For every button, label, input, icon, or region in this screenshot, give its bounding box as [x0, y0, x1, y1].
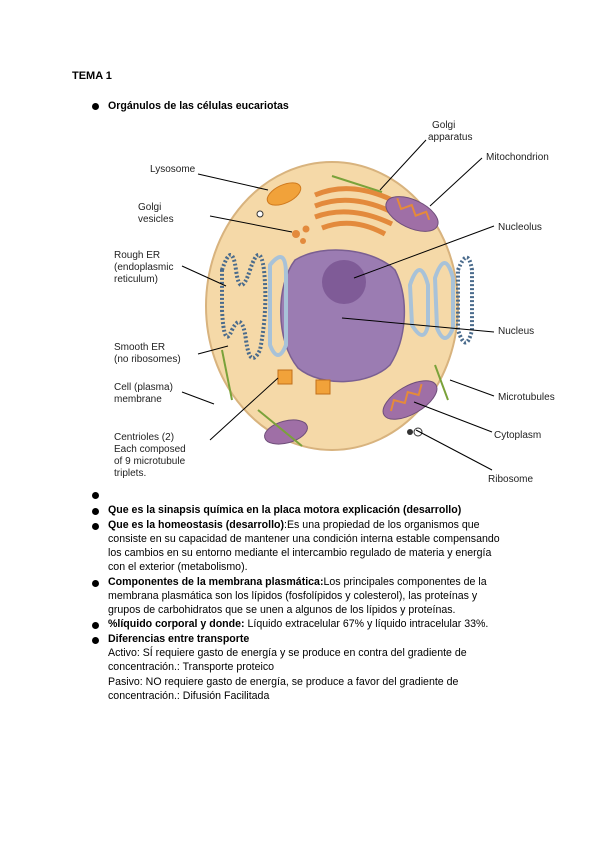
bullet	[92, 523, 99, 530]
bullet	[92, 580, 99, 587]
item-homeostasis-line2: consiste en su capacidad de mantener una…	[108, 533, 500, 545]
bullet	[92, 622, 99, 629]
label-centrioles: Centrioles (2)	[114, 432, 174, 443]
item-membrana-text: Los principales componentes de la	[323, 576, 487, 588]
item-membrana-label: Componentes de la membrana plasmática:	[108, 576, 324, 588]
label-rough-er-3: reticulum)	[114, 274, 158, 285]
item-membrana-line2: membrana plasmática son los lípidos (fos…	[108, 590, 478, 602]
item-homeostasis-label: Que es la homeostasis (desarrollo)	[108, 519, 285, 531]
label-mitochondrion: Mitochondrion	[486, 152, 549, 163]
item-homeostasis-line3: los cambios en su entorno mediante el in…	[108, 547, 492, 559]
item-transporte-activo: Activo: SÍ requiere gasto de energía y s…	[108, 647, 467, 659]
item-liquido: %líquido corporal y donde: Líquido extra…	[108, 617, 488, 631]
label-golgi-vesicles-2: vesicles	[138, 214, 174, 225]
label-microtubules: Microtubules	[498, 392, 555, 403]
label-centrioles-4: triplets.	[114, 468, 146, 479]
label-ribosome: Ribosome	[488, 474, 533, 485]
item-liquido-label: %líquido corporal y donde:	[108, 618, 245, 630]
label-golgi-apparatus-2: apparatus	[428, 132, 472, 143]
label-smooth-er: Smooth ER	[114, 342, 165, 353]
bullet	[92, 637, 99, 644]
label-golgi-apparatus: Golgi	[432, 120, 455, 131]
label-cell-membrane-2: membrane	[114, 394, 162, 405]
item-transporte-pasivo: Pasivo: NO requiere gasto de energía, se…	[108, 676, 459, 688]
bullet	[92, 508, 99, 515]
item-membrana-line3: grupos de carbohidratos que se unen a al…	[108, 604, 456, 616]
item-liquido-text: Líquido extracelular 67% y líquido intra…	[244, 618, 489, 630]
document-title: TEMA 1	[72, 70, 112, 82]
label-centrioles-2: Each composed	[114, 444, 186, 455]
label-rough-er-2: (endoplasmic	[114, 262, 173, 273]
label-lysosome: Lysosome	[150, 164, 196, 175]
label-cell-membrane: Cell (plasma)	[114, 382, 173, 393]
label-centrioles-3: of 9 microtubule	[114, 456, 186, 467]
bullet	[92, 103, 99, 110]
label-rough-er: Rough ER	[114, 250, 160, 261]
item-transporte-activo-2: concentración.: Transporte proteico	[108, 661, 275, 673]
lysosome	[266, 182, 302, 206]
centriole	[277, 369, 293, 385]
item-sinapsis: Que es la sinapsis química en la placa m…	[108, 504, 462, 516]
bullet	[92, 492, 99, 499]
item-homeostasis-line4: con el exterior (metabolismo).	[108, 561, 248, 573]
nucleolus	[322, 260, 366, 304]
label-nucleolus: Nucleolus	[498, 222, 542, 233]
label-smooth-er-2: (no ribosomes)	[114, 354, 181, 365]
label-golgi-vesicles: Golgi	[138, 202, 161, 213]
item-homeostasis-line1: Que es la homeostasis (desarrollo):Es un…	[108, 518, 480, 532]
item-membrana-line1: Componentes de la membrana plasmática:Lo…	[108, 575, 487, 589]
item-homeostasis-text: :Es una propiedad de los organismos que	[284, 519, 480, 531]
label-nucleus: Nucleus	[498, 326, 534, 337]
item-transporte-label: Diferencias entre transporte	[108, 633, 250, 645]
nucleus	[280, 249, 406, 383]
label-cytoplasm: Cytoplasm	[494, 430, 541, 441]
eukaryotic-cell-diagram: Golgi apparatus Lysosome Mitochondrion G…	[110, 110, 570, 490]
section-heading: Orgánulos de las células eucariotas	[108, 100, 289, 112]
item-transporte-pasivo-2: concentración.: Difusión Facilitada	[108, 690, 270, 702]
